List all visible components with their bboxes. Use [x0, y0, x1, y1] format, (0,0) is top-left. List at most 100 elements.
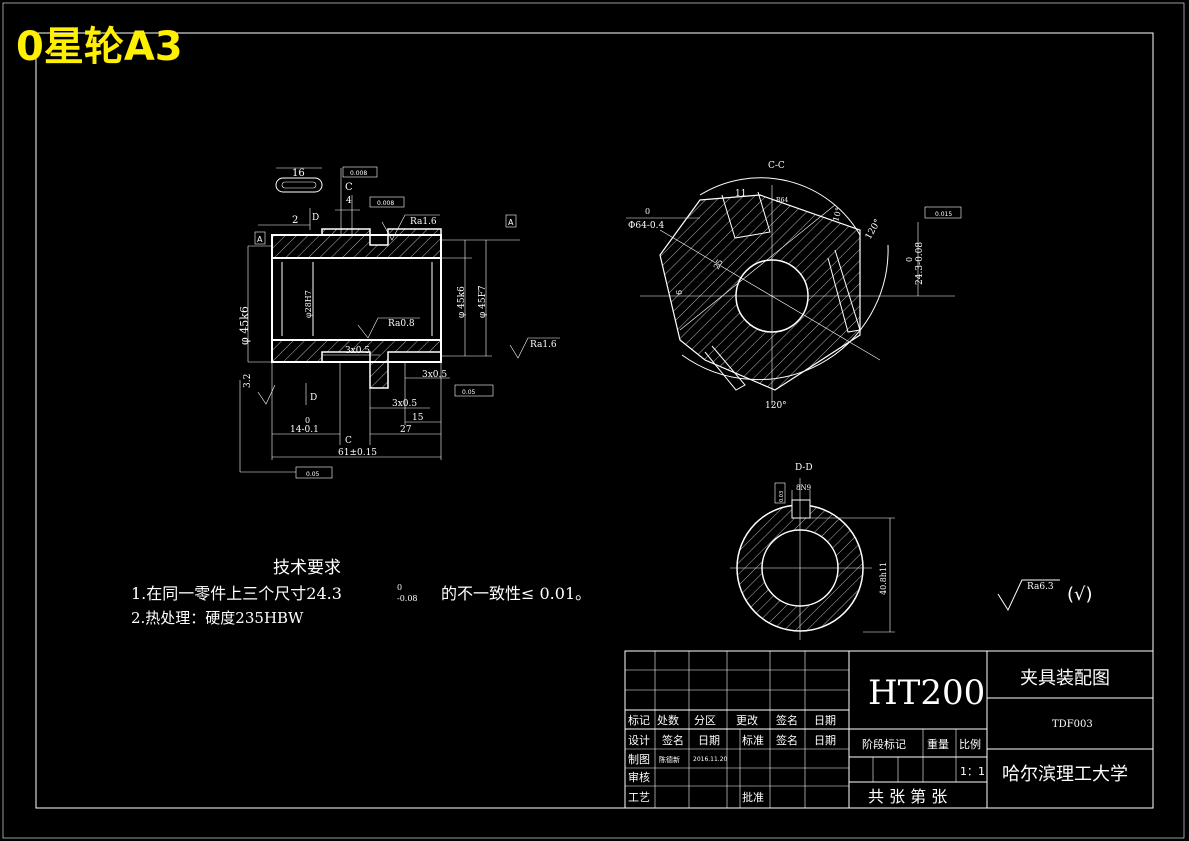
- dim-phi45k6: φ 45k6: [238, 306, 251, 345]
- tb-process: 工艺: [628, 791, 650, 804]
- tech-req-heading: 技术要求: [273, 558, 341, 578]
- dim-24-upper: 0: [905, 257, 914, 262]
- roughness-symbol-right: [509, 337, 560, 359]
- title-block: 标记 处数 分区 更改 签名 日期 设计 签名 日期 标准 签名 日期 制图 陈…: [624, 650, 1154, 809]
- dim-16: 16: [292, 168, 305, 179]
- dim-r-top: R64: [776, 197, 788, 204]
- tb-institution: 哈尔滨理工大学: [1002, 764, 1128, 785]
- front-body-outline: [271, 234, 442, 363]
- keyway-slot-symbol: [275, 177, 323, 193]
- dim-bore: φ28H7: [304, 290, 313, 318]
- chamfer-1: 3x0.5: [345, 346, 370, 356]
- tb-std: 标准: [742, 733, 764, 747]
- label-c-top: C: [345, 182, 353, 193]
- tb-stage: 阶段标记: [862, 737, 906, 751]
- gdt-cc-right: 0.015: [935, 211, 952, 218]
- dim-dd-width: 8N9: [796, 484, 811, 492]
- rough-ra08: Ra0.8: [388, 319, 415, 329]
- roughness-symbol-top: [381, 214, 440, 241]
- chamfer-2: 3x0.5: [422, 370, 447, 380]
- dim-120-top: 120°: [864, 218, 884, 242]
- dim-27: 27: [400, 425, 412, 435]
- dim-phi45f7: φ 45F7: [478, 285, 488, 318]
- rough-ra16-top: Ra1.6: [410, 217, 437, 227]
- gdt-top-2: 0.008: [377, 200, 394, 207]
- gdt-dd-left: 0.03: [779, 491, 785, 502]
- rough-ra16-right: Ra1.6: [530, 340, 557, 350]
- dim-120-bottom: 120°: [765, 401, 787, 411]
- dim-14-upper: 0: [305, 416, 310, 425]
- roughness-symbol-left: [257, 384, 276, 405]
- gdt-frame-cc: [924, 206, 962, 219]
- tech-requirements: 技术要求 1.在同一零件上三个尺寸24.3 0 -0.08 的不一致性≤ 0.0…: [131, 558, 591, 627]
- rough-32: 3.2: [243, 374, 253, 388]
- dim-64-upper: 0: [645, 207, 650, 216]
- dim-61: 61±0.15: [338, 448, 377, 458]
- sheet-title: 0星轮A3: [16, 24, 183, 70]
- dim-14: 14-0.1: [290, 425, 319, 435]
- tb-sheets: 共 张 第 张: [868, 787, 947, 806]
- label-d-bottom: D: [310, 393, 317, 403]
- tb-date2: 日期: [814, 734, 836, 747]
- tb-draw-name: 陈德新: [659, 755, 680, 764]
- tb-draw: 制图: [628, 753, 650, 766]
- tech-req-item1: 1.在同一零件上三个尺寸24.3: [131, 584, 342, 603]
- gdt-frame-top-1: [342, 166, 378, 178]
- gdt-frame-dd: [774, 482, 786, 504]
- dim-15: 15: [412, 413, 424, 423]
- surface-finish-value: Ra6.3: [1027, 582, 1054, 592]
- datum-a-left: [254, 231, 266, 245]
- tb-scale-value: 1：1: [960, 765, 985, 778]
- gdt-mid: 0.05: [462, 389, 476, 396]
- tb-header-zone: 分区: [694, 714, 716, 727]
- front-view: 16 C 4 2 D 0.008 0.008 Ra1.6 A A φ 45k6 …: [238, 166, 560, 479]
- tb-approve: 批准: [742, 790, 764, 804]
- tb-header-mark: 标记: [628, 713, 650, 727]
- section-dd: D-D 8N9 0.03 40.8h11: [730, 463, 895, 640]
- dim-25: 25: [712, 258, 725, 271]
- tb-review: 审核: [628, 770, 650, 784]
- dim-64: Φ64-0.4: [628, 221, 664, 231]
- tb-drawing-no: TDF003: [1052, 719, 1093, 730]
- tb-draw-date: 2016.11.20: [693, 756, 728, 763]
- tb-drawing-name: 夹具装配图: [1020, 668, 1110, 689]
- section-cc-label: C-C: [768, 161, 785, 171]
- tech-req-tol-upper: 0: [397, 583, 402, 592]
- gdt-frame-bottom: [295, 466, 333, 479]
- sheet-inner-border: [35, 32, 1154, 809]
- gdt-bottom: 0.05: [306, 471, 320, 478]
- gdt-top-1: 0.008: [350, 170, 367, 177]
- tb-header-count: 处数: [657, 714, 679, 727]
- tb-header-date: 日期: [814, 714, 836, 727]
- datum-a-right-label: A: [508, 218, 514, 227]
- surface-finish-note: (√): [1067, 584, 1093, 605]
- chamfer-3: 3x0.5: [392, 399, 417, 409]
- tb-sign2: 签名: [776, 733, 798, 747]
- tb-design: 设计: [628, 734, 650, 747]
- dim-11: 11: [735, 189, 746, 199]
- dim-2: 2: [292, 215, 298, 226]
- dim-phi45k6-inner: φ 45k6: [457, 286, 467, 318]
- tb-scale: 比例: [959, 737, 981, 751]
- tech-req-item2: 2.热处理：硬度235HBW: [131, 609, 304, 627]
- tb-material: HT200: [868, 673, 985, 713]
- section-cc: C-C 0 Φ64-0.4 11 R64 10° 25 6 120° 120° …: [626, 161, 962, 411]
- tech-req-tol-lower: -0.08: [397, 594, 418, 603]
- dim-6: 6: [675, 290, 684, 295]
- tb-sign: 签名: [662, 733, 684, 747]
- tb-weight: 重量: [927, 737, 949, 751]
- tb-header-sign: 签名: [776, 713, 798, 727]
- gdt-frame-mid: [454, 384, 494, 397]
- label-d-top: D: [312, 213, 319, 223]
- tech-req-item1-suffix: 的不一致性≤ 0.01。: [441, 584, 591, 603]
- general-surface-finish: Ra6.3 (√): [997, 579, 1093, 612]
- gdt-frame-top-2: [369, 196, 405, 208]
- datum-a-right: [505, 214, 517, 228]
- dim-4: 4: [346, 196, 352, 206]
- dim-angle-small: 10°: [831, 206, 843, 222]
- datum-a-left-label: A: [257, 235, 263, 244]
- label-c-bottom: C: [345, 436, 352, 446]
- dim-24: 24.3-0.08: [915, 242, 925, 285]
